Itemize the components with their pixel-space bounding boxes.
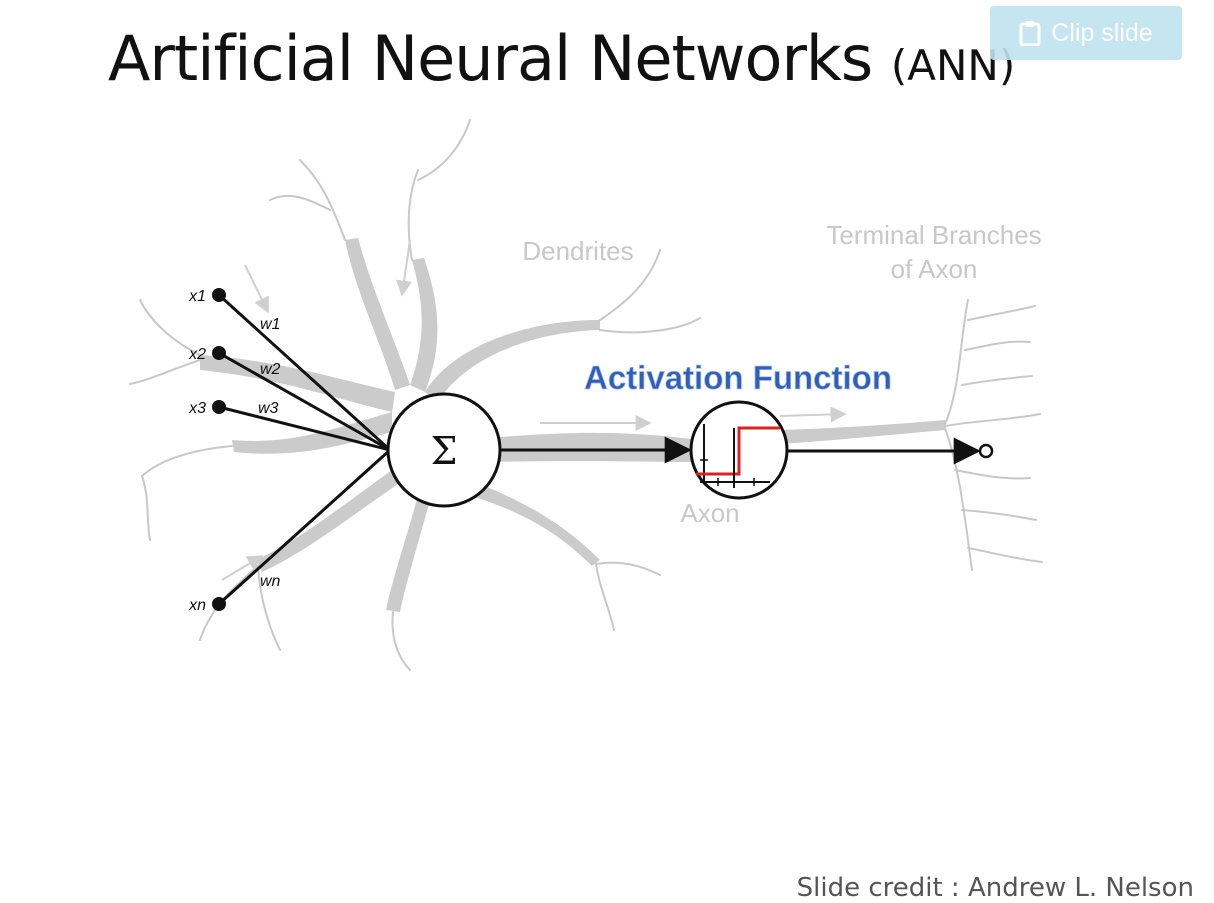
input-label-n: xn: [188, 597, 206, 614]
weight-label-n: wn: [260, 573, 281, 590]
activation-function-label: Activation Function: [584, 359, 892, 396]
input-label-1: x1: [188, 288, 206, 305]
axon-label: Axon: [680, 498, 739, 528]
input-label-2: x2: [188, 346, 206, 363]
step-function-curve: [696, 426, 780, 476]
input-label-3: x3: [188, 400, 206, 417]
weight-line-1: [217, 293, 392, 452]
clipboard-icon: [1019, 21, 1041, 46]
input-node-3: [212, 400, 226, 414]
weight-label-3: w3: [258, 400, 279, 417]
terminal-branches-label-line2: of Axon: [891, 254, 978, 284]
clip-slide-button[interactable]: Clip slide: [990, 6, 1182, 60]
weight-line-n: [217, 448, 392, 606]
activation-node: [689, 400, 789, 500]
weight-label-2: w2: [260, 361, 281, 378]
weight-label-1: w1: [260, 316, 280, 333]
weight-line-2: [218, 351, 391, 452]
weight-line-3: [218, 405, 391, 452]
output-node: [978, 443, 994, 459]
terminal-branches-label-line1: Terminal Branches: [826, 220, 1041, 250]
input-node-1: [212, 288, 226, 302]
input-node-n: [212, 597, 226, 611]
slide-credit: Slide credit : Andrew L. Nelson: [796, 873, 1194, 903]
summation-symbol: Σ: [431, 429, 458, 473]
dendrites-label: Dendrites: [522, 236, 633, 266]
clip-slide-label: Clip slide: [1051, 18, 1153, 47]
input-node-2: [212, 346, 226, 360]
title-main: Artificial Neural Networks: [108, 22, 873, 95]
